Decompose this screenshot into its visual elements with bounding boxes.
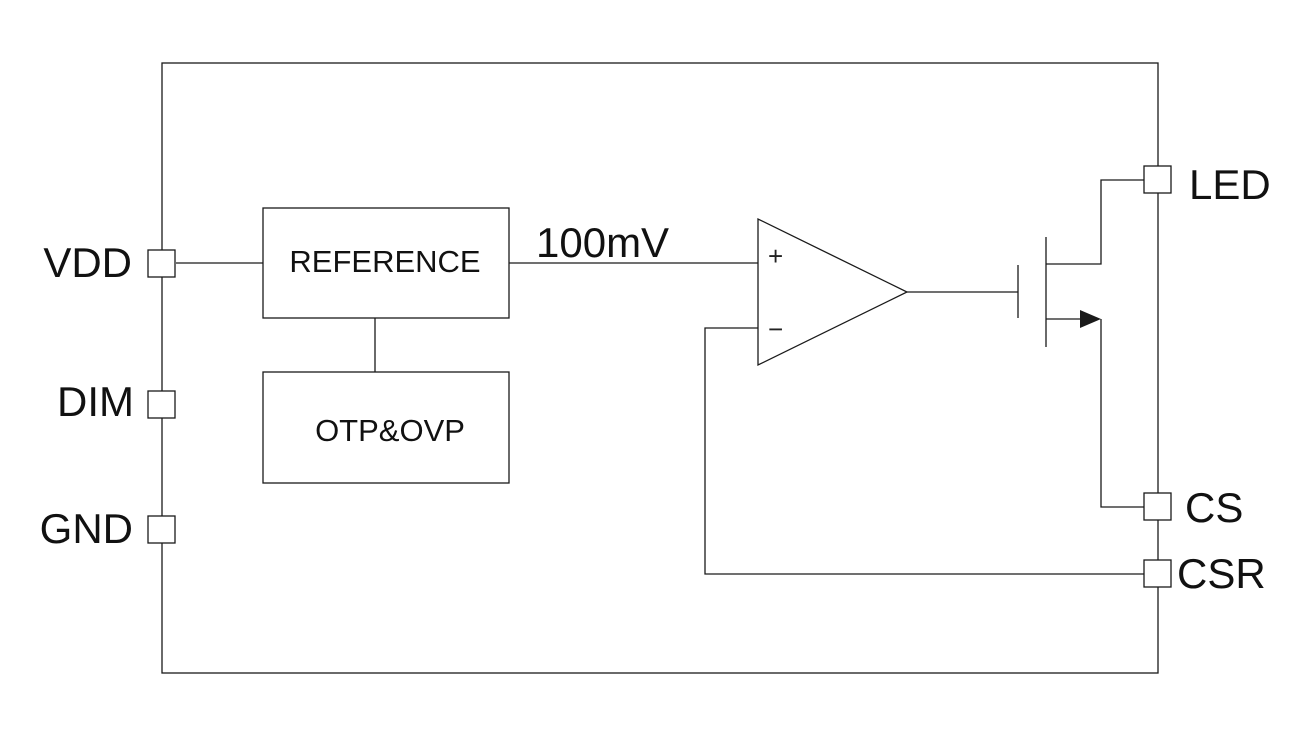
otp-ovp-label: OTP&OVP xyxy=(315,413,465,448)
led-pin-label: LED xyxy=(1189,161,1271,208)
op-amp-minus-symbol: − xyxy=(768,314,783,344)
dim-pin-label: DIM xyxy=(57,378,134,425)
csr-feedback-wire xyxy=(704,327,1144,575)
dim-pin xyxy=(147,390,176,419)
reference-label: REFERENCE xyxy=(289,244,480,279)
source-arrow-icon xyxy=(1080,310,1101,328)
cs-pin xyxy=(1143,492,1172,521)
gnd-pin-label: GND xyxy=(40,505,133,552)
cs-pin-label: CS xyxy=(1185,484,1243,531)
csr-pin xyxy=(1143,559,1172,588)
gnd-pin xyxy=(147,515,176,544)
reference-block xyxy=(262,207,510,319)
source-to-cs-wire xyxy=(1100,319,1144,508)
led-pin xyxy=(1143,165,1172,194)
chip-outline xyxy=(161,62,1159,674)
csr-pin-label: CSR xyxy=(1177,550,1266,597)
otp-ovp-block xyxy=(262,371,510,484)
vdd-pin-label: VDD xyxy=(43,239,132,286)
op-amp-plus-symbol: + xyxy=(768,241,783,271)
drain-to-led-wire xyxy=(1046,179,1144,265)
reference-voltage-label: 100mV xyxy=(536,219,669,266)
op-amp-triangle xyxy=(757,217,909,367)
vdd-pin xyxy=(147,249,176,278)
